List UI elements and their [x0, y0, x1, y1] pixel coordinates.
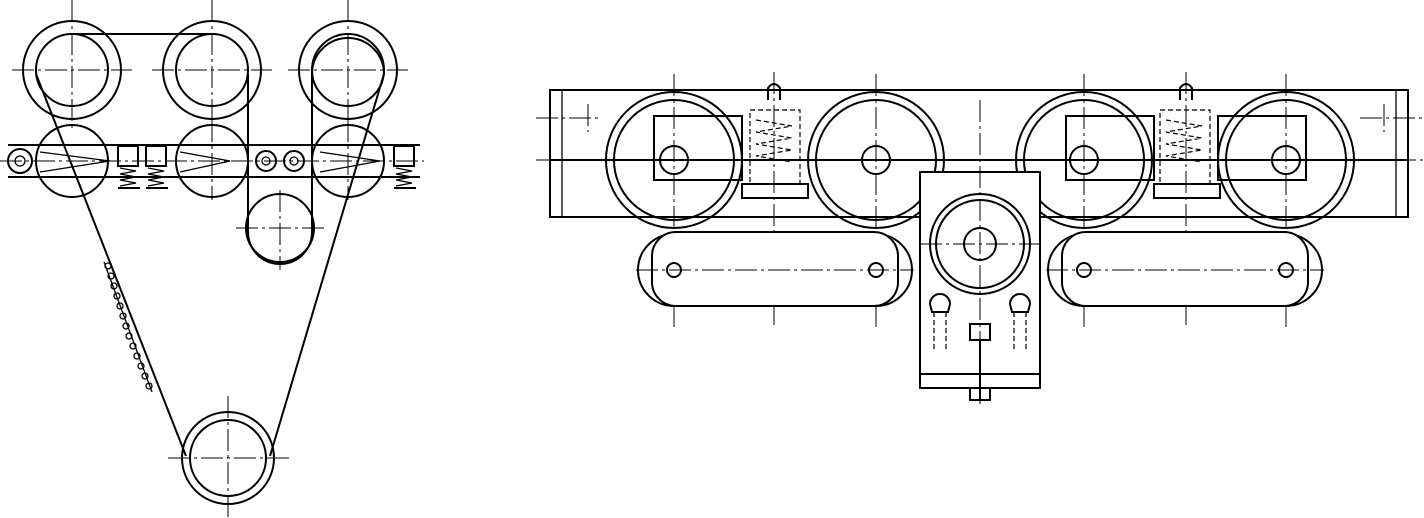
rail-roller-left — [35, 124, 109, 198]
drive-belt — [35, 33, 386, 457]
chain — [103, 261, 153, 393]
spring-3 — [393, 145, 416, 189]
spring-1 — [117, 145, 140, 189]
rail-roller-middle — [175, 120, 249, 200]
lower-arm-right — [1046, 231, 1324, 307]
rail-roller-right — [311, 120, 385, 200]
tension-idler — [236, 190, 324, 270]
middle-rail — [0, 144, 424, 178]
side-view — [0, 0, 424, 518]
central-bracket — [919, 100, 1041, 404]
front-view — [536, 72, 1424, 404]
spring-2 — [145, 145, 168, 189]
top-pulley-middle — [152, 0, 272, 132]
bottom-drive-pulley — [168, 396, 290, 518]
lower-arm-left — [636, 231, 914, 307]
top-pulley-right — [288, 0, 408, 132]
top-pulley-left — [12, 0, 132, 132]
